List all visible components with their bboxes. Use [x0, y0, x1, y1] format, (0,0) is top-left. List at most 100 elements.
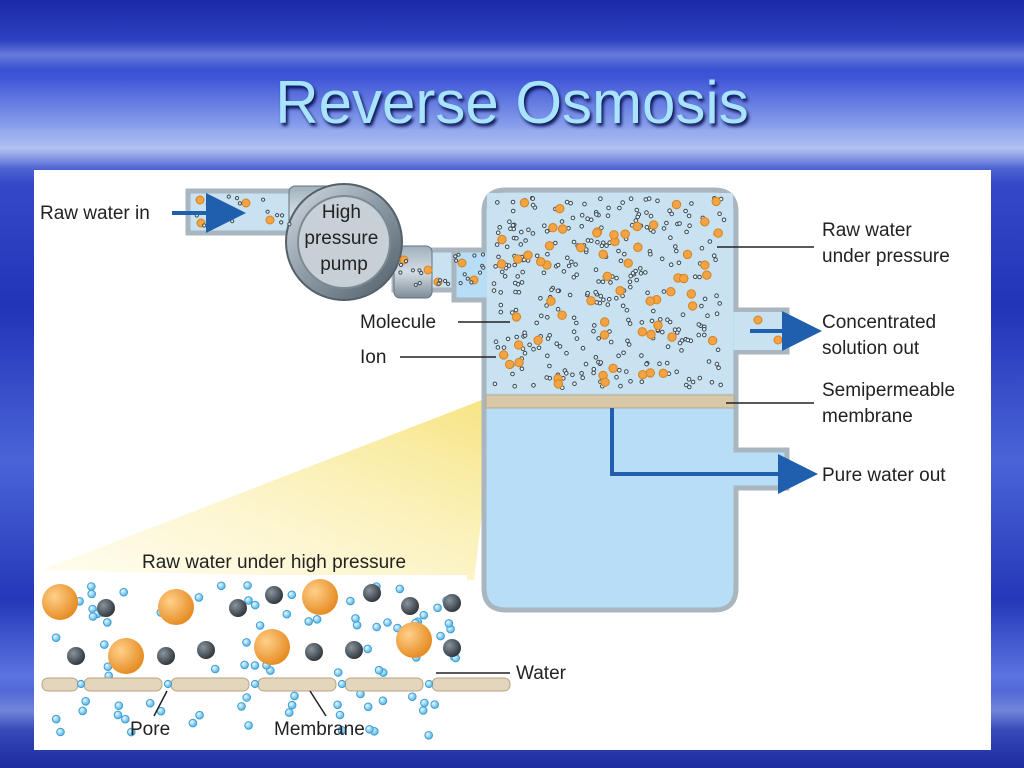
ion-dot	[505, 336, 511, 342]
ion-dot	[705, 313, 710, 318]
water-molecule	[444, 619, 454, 628]
ion-dot	[564, 371, 569, 376]
water-molecule	[419, 610, 429, 620]
ion-dot	[618, 258, 624, 264]
ion-dot	[571, 329, 577, 334]
ion-dot	[579, 212, 585, 218]
ion-dot	[456, 252, 461, 257]
water-molecule	[242, 693, 251, 702]
semipermeable-membrane-strip	[485, 394, 735, 409]
membrane-segment	[83, 677, 163, 692]
ion-dot	[684, 229, 689, 235]
ion-dot	[531, 383, 536, 388]
ion-dot	[523, 238, 528, 243]
ion-dot	[626, 317, 631, 323]
molecule-dot	[653, 320, 663, 331]
ion-dot	[419, 270, 424, 276]
label-membrane-inset: Membrane	[274, 719, 365, 740]
inset-ion	[97, 599, 115, 617]
ion-dot	[591, 370, 596, 376]
ion-dot	[592, 323, 597, 328]
ion-dot	[718, 382, 724, 388]
molecule-dot	[623, 258, 633, 268]
ion-dot	[717, 211, 722, 217]
pure-water-out-arrow	[610, 408, 818, 494]
ion-dot	[713, 257, 718, 262]
ion-dot	[676, 327, 682, 332]
pore-water-molecule	[76, 679, 86, 689]
molecule-dot	[620, 229, 630, 239]
ion-dot	[527, 342, 532, 348]
water-molecule	[420, 698, 429, 708]
ion-dot	[541, 270, 547, 276]
pore-water-molecule	[163, 679, 173, 689]
ion-dot	[707, 239, 713, 244]
molecule-dot	[666, 287, 676, 297]
ion-dot	[497, 225, 503, 230]
water-molecule	[87, 589, 97, 599]
water-molecule	[312, 615, 322, 624]
inset-molecule	[158, 589, 194, 625]
water-molecule	[363, 644, 373, 654]
water-molecule	[418, 706, 428, 715]
water-molecule	[194, 593, 204, 602]
water-molecule	[304, 617, 314, 626]
water-molecule	[244, 721, 253, 730]
ion-dot	[664, 360, 670, 366]
inset-ion	[157, 647, 175, 665]
ion-dot	[512, 262, 518, 268]
ion-dot	[214, 207, 219, 212]
ion-dot	[580, 345, 586, 351]
diagram-panel: High pressure pump Raw water in Raw wate…	[34, 170, 991, 750]
ion-dot	[574, 320, 579, 326]
ion-dot	[706, 359, 712, 364]
ion-dot	[614, 374, 619, 380]
ion-dot	[574, 336, 580, 341]
ion-dot	[534, 253, 540, 259]
ion-dot	[598, 196, 603, 202]
molecule-dot	[602, 271, 613, 282]
ion-dot	[515, 274, 521, 279]
ion-dot	[495, 200, 500, 205]
ion-dot	[715, 347, 721, 353]
ion-dot	[585, 290, 590, 296]
tank-upper-water	[487, 193, 733, 393]
water-molecule	[351, 614, 360, 623]
ion-dot	[628, 379, 633, 384]
ion-dot	[651, 308, 656, 314]
label-concentrated-out: Concentrated solution out	[822, 312, 941, 359]
ion-dot	[564, 199, 570, 205]
molecule-dot	[638, 370, 648, 380]
ion-dot	[687, 223, 692, 229]
ion-dot	[686, 376, 692, 382]
ion-dot	[638, 271, 644, 276]
ion-dot	[507, 219, 512, 225]
label-raw-water-in: Raw water in	[40, 203, 150, 224]
ion-dot	[635, 214, 641, 220]
ion-dot	[657, 361, 662, 366]
ion-dot	[275, 213, 280, 218]
ion-dot	[545, 315, 550, 320]
molecule-dot	[544, 241, 555, 251]
molecule-dot	[608, 363, 618, 374]
molecule-dot	[658, 368, 668, 379]
molecule-dot	[553, 379, 564, 389]
ion-dot	[677, 340, 683, 346]
pump-label: High pressure pump	[304, 202, 383, 275]
water-molecule	[346, 596, 355, 606]
molecule-dot	[773, 335, 783, 345]
ion-dot	[217, 221, 222, 226]
molecule-dot	[600, 317, 610, 327]
ion-dot	[531, 346, 536, 352]
ion-dot	[598, 360, 604, 365]
ion-dot	[469, 280, 474, 285]
inset-ion	[345, 641, 363, 659]
water-molecule	[56, 727, 65, 737]
ion-dot	[648, 251, 653, 257]
molecule-dot	[700, 260, 710, 270]
molecule-dot	[499, 350, 509, 360]
ion-dot	[509, 310, 515, 315]
ion-dot	[667, 208, 672, 214]
ion-dot	[573, 262, 578, 267]
ion-dot	[616, 248, 621, 254]
